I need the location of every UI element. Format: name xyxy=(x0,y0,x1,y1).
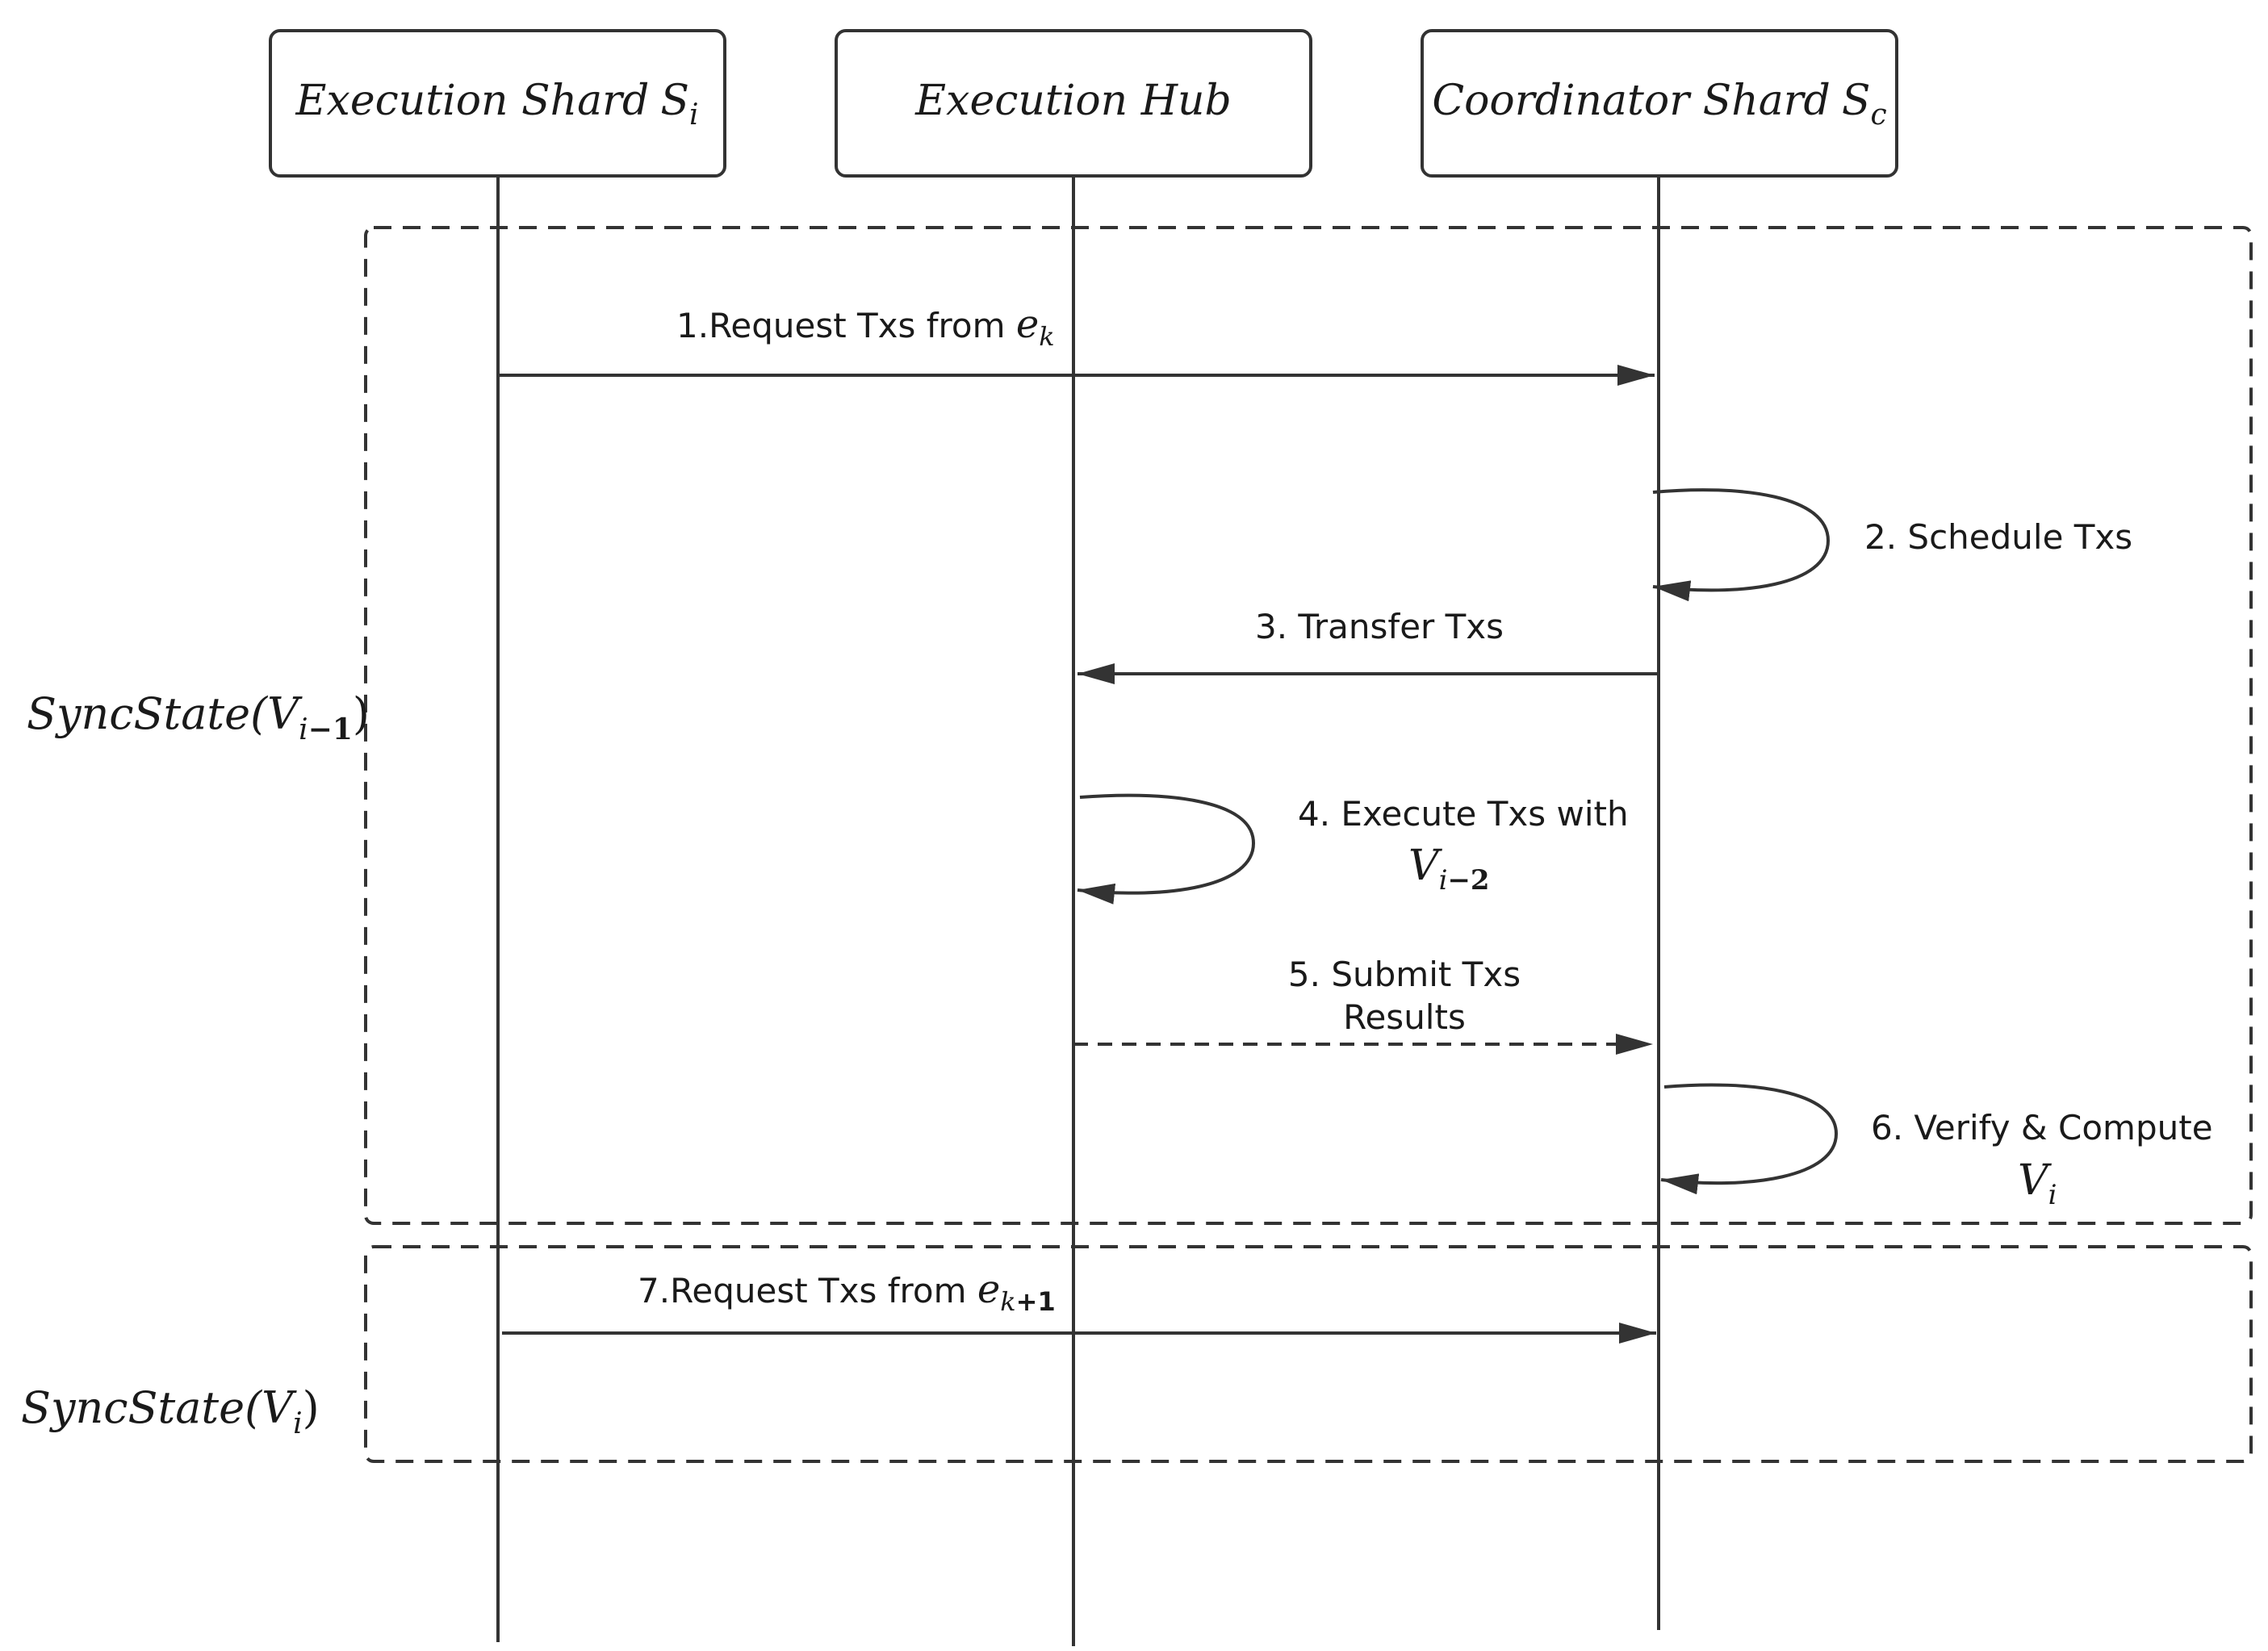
participant-coordinator-shard-sub: c xyxy=(1870,98,1886,132)
sync-frame-second xyxy=(364,1245,2253,1463)
message-6-label-line2: Vi xyxy=(2018,1156,2057,1211)
message-4-label-line2: Vi−2 xyxy=(1408,842,1490,897)
message-5-label-line2: Results xyxy=(1343,997,1466,1037)
participant-execution-hub: Execution Hub xyxy=(835,29,1312,178)
message-6-label-line1: 6. Verify & Compute xyxy=(1871,1108,2213,1147)
message-6-self-loop xyxy=(1660,1083,1839,1195)
frame-label-first: SyncState(Vi−1) xyxy=(27,688,370,746)
participant-execution-hub-name: Execution Hub xyxy=(914,77,1232,125)
message-2-self-loop xyxy=(1652,488,1831,602)
participant-coordinator-shard-symbol: S xyxy=(1842,77,1871,125)
message-5-label-line1: 5. Submit Txs xyxy=(1288,955,1521,994)
sync-frame-first xyxy=(364,226,2253,1225)
message-4-self-loop xyxy=(1077,793,1256,905)
participant-execution-shard-sub: i xyxy=(689,98,699,132)
frame-label-second: SyncState(Vi) xyxy=(21,1382,320,1440)
participant-execution-shard-name: Execution Shard xyxy=(295,77,650,125)
message-7-label: 7.Request Txs from ek+1 xyxy=(638,1267,1056,1317)
participant-coordinator-shard-name: Coordinator Shard xyxy=(1432,77,1831,125)
message-4-label-line1: 4. Execute Txs with xyxy=(1298,794,1629,834)
participant-execution-shard-symbol: S xyxy=(660,77,689,125)
message-2-label: 2. Schedule Txs xyxy=(1864,517,2132,557)
message-1-label: 1.Request Txs from ek xyxy=(676,302,1055,352)
message-3-label: 3. Transfer Txs xyxy=(1255,607,1504,646)
